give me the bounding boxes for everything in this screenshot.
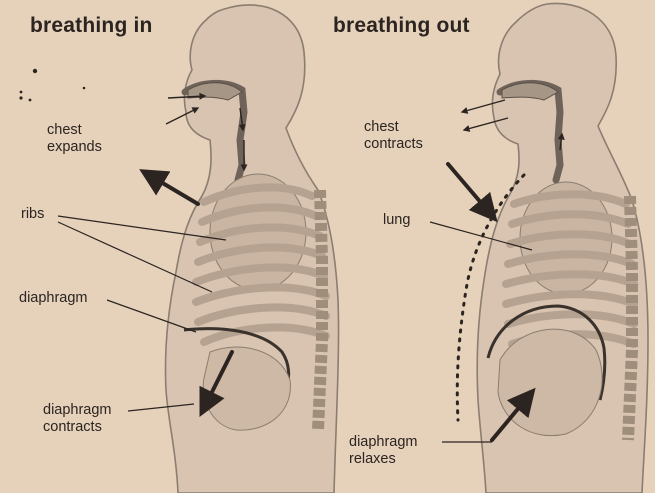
title-breathing-in: breathing in — [30, 14, 153, 38]
title-breathing-out: breathing out — [333, 14, 470, 38]
chest-expands-arrow — [144, 172, 198, 204]
label-diaphragm-contracts-line1: diaphragm — [43, 402, 112, 419]
label-diaphragm-contracts-line2: contracts — [43, 419, 112, 436]
label-diaphragm-contracts: diaphragm contracts — [43, 402, 112, 436]
chest-contracts-arrow — [448, 164, 494, 218]
label-diaphragm-relaxes-line2: relaxes — [349, 451, 418, 468]
label-ribs: ribs — [21, 206, 44, 223]
label-chest-expands-line1: chest — [47, 122, 102, 139]
label-chest-contracts-line1: chest — [364, 119, 423, 136]
label-chest-expands: chest expands — [47, 122, 102, 156]
label-diaphragm: diaphragm — [19, 290, 88, 307]
speck-marks — [19, 69, 85, 102]
label-chest-contracts: chest contracts — [364, 119, 423, 153]
right-abdomen-organs — [498, 329, 602, 436]
label-diaphragm-relaxes-line1: diaphragm — [349, 434, 418, 451]
left-figure — [165, 5, 338, 493]
label-chest-expands-line2: expands — [47, 139, 102, 156]
label-lung: lung — [383, 212, 410, 229]
right-figure — [457, 3, 648, 493]
label-chest-contracts-line2: contracts — [364, 136, 423, 153]
label-diaphragm-relaxes: diaphragm relaxes — [349, 434, 418, 468]
